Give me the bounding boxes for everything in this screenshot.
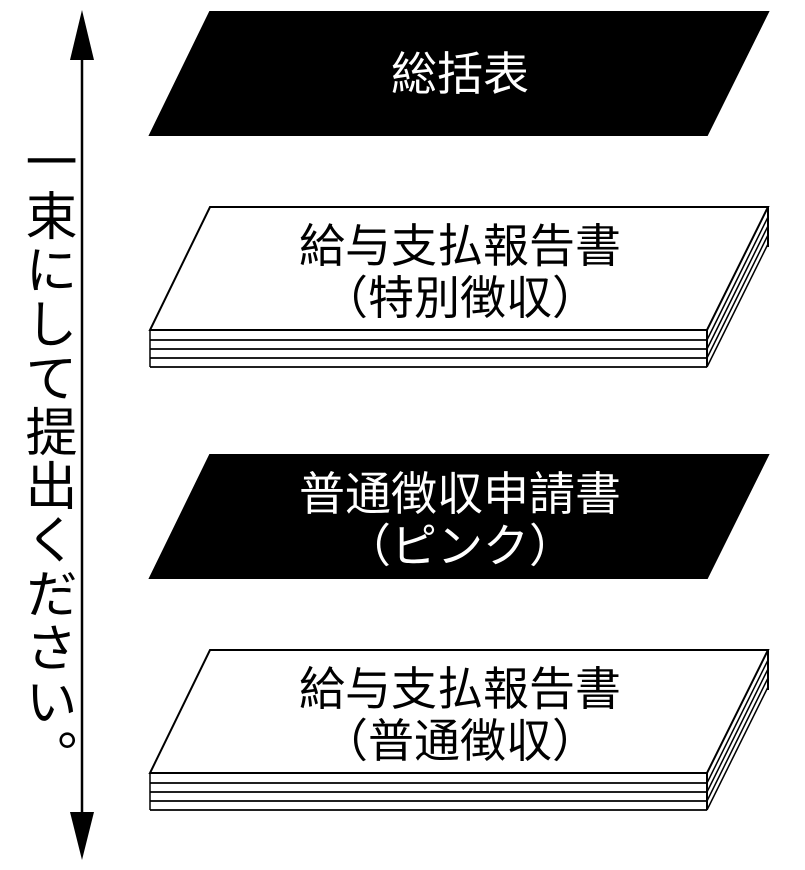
- page-side-line: [706, 659, 769, 784]
- document-label-line: （ピンク）: [345, 519, 575, 573]
- page-side-line: [706, 677, 769, 802]
- arrow-head-up-icon: [70, 10, 94, 60]
- document-label-line: （普通徴収）: [322, 714, 598, 768]
- document-4: 給与支払報告書（普通徴収）: [148, 649, 770, 811]
- double-arrow: [70, 10, 94, 860]
- document-1: 総括表: [148, 11, 770, 136]
- arrow-head-down-icon: [70, 812, 94, 860]
- page-side-line: [706, 225, 769, 350]
- document-3: 普通徴収申請書（ピンク）: [148, 454, 770, 579]
- black-sheet: [148, 11, 770, 136]
- page-side-line: [706, 234, 769, 359]
- page-side-line: [706, 243, 769, 368]
- page-side-line: [706, 686, 769, 811]
- document-label-line: 給与支払報告書: [299, 662, 621, 716]
- document-label-line: 総括表: [391, 47, 529, 101]
- document-label-line: （特別徴収）: [322, 271, 598, 325]
- side-instruction: 一束にして提出ください。: [16, 135, 76, 783]
- document-2: 給与支払報告書（特別徴収）: [148, 206, 770, 368]
- document-label-line: 給与支払報告書: [299, 219, 621, 273]
- page-side-line: [706, 216, 769, 341]
- black-sheet: [148, 454, 770, 579]
- document-label-line: 普通徴収申請書: [299, 467, 621, 521]
- page-side-line: [706, 668, 769, 793]
